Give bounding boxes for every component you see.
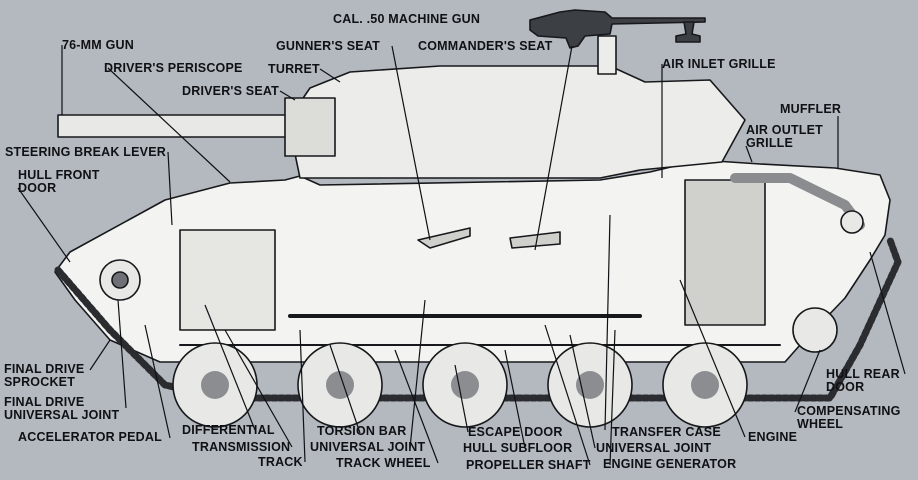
leader-track	[299, 329, 306, 463]
sprocket-hub	[111, 271, 129, 289]
leader-steering	[167, 151, 173, 226]
machine-gun-mount	[597, 35, 617, 75]
label-universal-joint-left: UNIVERSAL JOINT	[310, 440, 426, 454]
label-final-drive-universal-joint: FINAL DRIVE UNIVERSAL JOINT	[4, 395, 120, 422]
compensating-wheel-drawing	[792, 307, 838, 353]
label-76mm-gun: 76-MM GUN	[62, 38, 134, 52]
leader-front-door	[17, 187, 71, 263]
label-transmission: TRANSMISSION	[192, 440, 291, 454]
leader-propeller	[544, 324, 591, 466]
label-accelerator-pedal: ACCELERATOR PEDAL	[18, 430, 162, 444]
machine-gun-drawing	[529, 9, 706, 49]
label-universal-joint-right: UNIVERSAL JOINT	[596, 441, 712, 455]
label-machine-gun: CAL. .50 MACHINE GUN	[333, 12, 481, 26]
label-turret: TURRET	[268, 62, 320, 76]
label-drivers-seat: DRIVER'S SEAT	[182, 84, 280, 98]
wheel-hub	[451, 371, 479, 399]
wheel-hub	[201, 371, 229, 399]
leader-differential	[204, 304, 256, 431]
track-band	[54, 236, 902, 402]
leader-rear-door	[869, 251, 906, 375]
leader-periscope	[107, 67, 231, 183]
leader-transfer	[604, 214, 611, 431]
leader-subfloor	[504, 349, 526, 449]
leader-lines	[17, 45, 906, 466]
label-engine: ENGINE	[748, 430, 798, 444]
label-steering-brake-lever: STEERING BREAK LEVER	[5, 145, 166, 159]
wheel-hub	[326, 371, 354, 399]
label-propeller-shaft: PROPELLER SHAFT	[466, 458, 591, 472]
label-hull-subfloor: HULL SUBFLOOR	[463, 441, 573, 455]
label-commanders-seat: COMMANDER'S SEAT	[418, 39, 553, 53]
leader-drivers-seat	[279, 90, 296, 101]
label-engine-generator: ENGINE GENERATOR	[603, 457, 737, 471]
leader-fd-joint	[117, 299, 127, 409]
leader-air-outlet	[745, 145, 753, 163]
leader-sprocket	[89, 339, 111, 371]
label-torsion-bar: TORSION BAR	[317, 424, 407, 438]
leader-commanders-seat	[534, 45, 573, 251]
leader-uj-left	[409, 299, 426, 449]
label-differential: DIFFERENTIAL	[182, 423, 275, 437]
label-air-outlet-grille: AIR OUTLET GRILLE	[746, 123, 823, 150]
leader-accelerator	[144, 324, 171, 439]
wheel-hub	[576, 371, 604, 399]
label-track: TRACK	[258, 455, 303, 469]
leader-transmission	[224, 329, 293, 448]
label-air-inlet-grille: AIR INLET GRILLE	[662, 57, 776, 71]
label-transfer-case: TRANSFER CASE	[612, 425, 721, 439]
transmission-block	[179, 229, 276, 331]
label-drivers-periscope: DRIVER'S PERISCOPE	[104, 61, 243, 75]
label-muffler: MUFFLER	[780, 102, 842, 116]
leader-track-wheel	[394, 349, 439, 464]
leader-escape	[454, 364, 469, 433]
engine-block	[684, 179, 766, 326]
leader-torsion	[329, 344, 361, 434]
label-final-drive-sprocket: FINAL DRIVE SPROCKET	[4, 362, 85, 389]
label-track-wheel: TRACK WHEEL	[336, 456, 431, 470]
label-hull-front-door: HULL FRONT DOOR	[18, 168, 100, 195]
leader-uj-right	[569, 334, 596, 449]
commander-seat-drawing	[509, 231, 561, 249]
leader-turret	[319, 68, 341, 83]
leader-generator	[609, 329, 616, 466]
leader-engine	[679, 279, 746, 438]
leader-compensating	[794, 349, 821, 413]
gunner-seat-drawing	[417, 227, 471, 249]
wheel-hub	[691, 371, 719, 399]
machine-gun-grip	[675, 21, 701, 43]
turret-outline	[287, 65, 746, 179]
gun-mantlet	[284, 97, 336, 157]
leader-gunners-seat	[391, 45, 431, 241]
label-gunners-seat: GUNNER'S SEAT	[276, 39, 380, 53]
label-escape-door: ESCAPE DOOR	[468, 425, 563, 439]
muffler-end	[840, 210, 864, 234]
label-hull-rear-door: HULL REAR DOOR	[826, 367, 900, 394]
gun-barrel	[57, 114, 291, 138]
label-compensating-wheel: COMPENSATING WHEEL	[797, 404, 901, 431]
